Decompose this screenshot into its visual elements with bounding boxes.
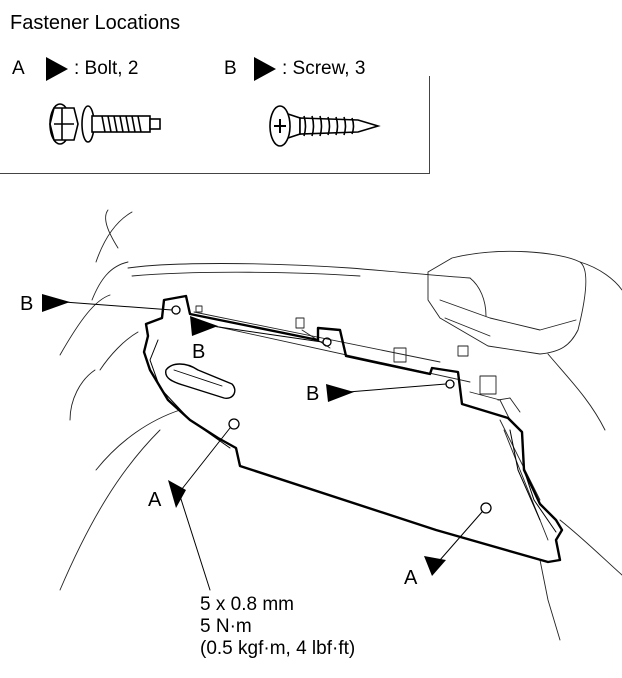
bolt-hole-right <box>480 502 492 514</box>
callout-b-right: B <box>306 383 319 405</box>
spec-thread-size: 5 x 0.8 mm <box>200 594 294 615</box>
arrow-b-mid-icon <box>190 316 218 336</box>
leader-a-left <box>177 427 231 495</box>
screw-hole-right <box>445 379 455 389</box>
callout-b-mid: B <box>192 341 205 363</box>
legend-b-text: : Screw, 3 <box>282 58 366 79</box>
screw-hole-left <box>171 305 181 315</box>
screw-icon <box>269 105 381 147</box>
arrow-b-left-icon <box>42 294 70 312</box>
leader-b-right <box>347 383 447 393</box>
trim-panel-outline <box>142 294 564 564</box>
arrow-a-right-icon <box>424 556 446 576</box>
arrow-a-left-icon <box>168 480 186 508</box>
leader-a-right <box>439 511 483 561</box>
callout-a-left: A <box>148 489 162 511</box>
handle-recess <box>165 363 236 399</box>
vehicle-body-outline <box>59 209 622 641</box>
diagram-title: Fastener Locations <box>10 12 181 34</box>
leader-spec <box>179 495 211 591</box>
legend-box <box>0 76 430 174</box>
legend-a-letter: A <box>12 58 25 79</box>
callout-a-right: A <box>404 567 418 589</box>
legend-b-letter: B <box>224 58 237 79</box>
bolt-icon <box>49 103 161 145</box>
legend-a-text: : Bolt, 2 <box>74 58 139 79</box>
leader-b-left <box>63 301 173 311</box>
spec-torque: 5 N·m <box>200 616 252 637</box>
screw-hole-mid <box>322 337 332 347</box>
arrow-b-right-icon <box>326 384 354 402</box>
legend-a-arrow-icon <box>46 57 68 81</box>
bolt-hole-left <box>228 418 240 430</box>
leader-b-mid <box>211 325 323 343</box>
legend-b-arrow-icon <box>254 57 276 81</box>
callout-b-left: B <box>20 293 33 315</box>
spec-torque-alt: (0.5 kgf·m, 4 lbf·ft) <box>200 638 356 659</box>
